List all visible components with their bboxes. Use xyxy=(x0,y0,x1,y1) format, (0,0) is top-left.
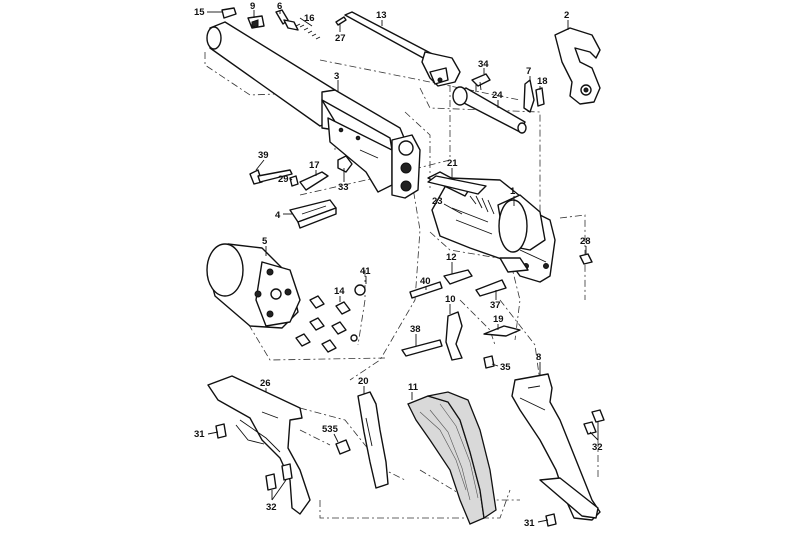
screw-parts xyxy=(215,409,605,527)
callout-9: 9 xyxy=(250,1,255,12)
callout-31-lower: 31 xyxy=(524,518,535,529)
callout-1: 1 xyxy=(510,186,516,197)
callout-32-right: 32 xyxy=(592,442,603,453)
rammer-part xyxy=(344,11,461,87)
callout-12: 12 xyxy=(446,252,457,263)
callout-19: 19 xyxy=(493,314,504,325)
callout-38: 38 xyxy=(410,324,421,335)
callout-37: 37 xyxy=(490,300,501,311)
loading-lever-latch-parts xyxy=(249,155,353,229)
barrel-part xyxy=(206,21,421,199)
callout-labels: 15 9 6 16 27 13 2 3 34 7 18 24 39 29 17 … xyxy=(194,1,603,529)
hand-and-pin-parts xyxy=(452,73,545,134)
cylinder-part xyxy=(206,243,301,329)
barrel-wedge-parts xyxy=(221,7,347,40)
callout-11: 11 xyxy=(408,382,419,393)
callout-20: 20 xyxy=(358,376,369,387)
callout-33: 33 xyxy=(338,182,349,193)
callout-10: 10 xyxy=(445,294,456,305)
callout-3: 3 xyxy=(334,71,339,82)
callout-13: 13 xyxy=(376,10,387,21)
callout-28: 28 xyxy=(580,236,591,247)
grip-panels-part xyxy=(407,391,497,525)
hammer-part xyxy=(554,27,601,105)
callout-40: 40 xyxy=(420,276,431,287)
callout-23: 23 xyxy=(432,196,443,207)
callout-24: 24 xyxy=(492,90,503,101)
trigger-guard-part xyxy=(207,375,311,515)
grip-frame-part xyxy=(511,373,601,521)
callout-32-left: 32 xyxy=(266,502,277,513)
callout-34: 34 xyxy=(478,59,489,70)
callout-14: 14 xyxy=(334,286,345,297)
frame-part xyxy=(427,171,556,283)
callout-535: 535 xyxy=(322,424,339,435)
callout-16: 16 xyxy=(304,13,315,24)
callout-4: 4 xyxy=(275,210,281,221)
callout-27: 27 xyxy=(335,33,346,44)
callout-41: 41 xyxy=(360,266,371,277)
callout-21: 21 xyxy=(447,158,458,169)
callout-leader-lines xyxy=(207,10,599,523)
callout-6: 6 xyxy=(277,1,282,12)
callout-31-upper: 31 xyxy=(194,429,205,440)
callout-18: 18 xyxy=(537,76,548,87)
callout-26: 26 xyxy=(260,378,271,389)
callout-7: 7 xyxy=(526,66,531,77)
trigger-and-bolt-parts xyxy=(401,253,593,369)
backstrap-part xyxy=(357,391,389,489)
callout-17: 17 xyxy=(309,160,320,171)
callout-29: 29 xyxy=(278,174,289,185)
callout-5: 5 xyxy=(262,236,268,247)
callout-2: 2 xyxy=(564,10,569,21)
callout-39: 39 xyxy=(258,150,269,161)
cylinder-pin-part xyxy=(427,175,487,195)
callout-8: 8 xyxy=(536,352,541,363)
callout-15: 15 xyxy=(194,7,205,18)
nipple-parts xyxy=(295,284,366,353)
callout-35: 35 xyxy=(500,362,511,373)
